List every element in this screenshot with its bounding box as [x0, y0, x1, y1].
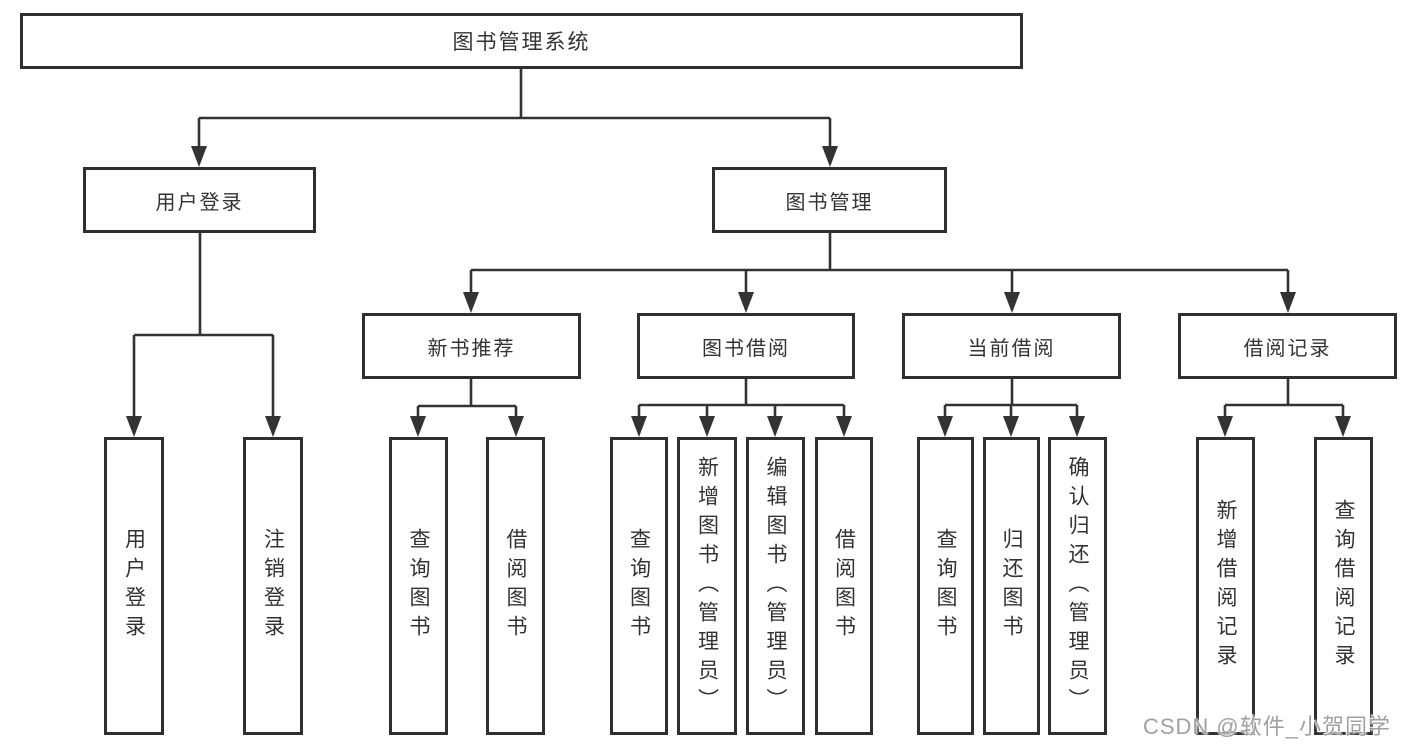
- csdn-watermark: CSDN @软件_小贺同学: [1142, 714, 1391, 739]
- node-label: 新增图书（管理员）: [695, 455, 719, 717]
- node-query-borrow-record: 查询借阅记录: [1314, 437, 1373, 735]
- node-label: 借阅图书: [832, 528, 856, 644]
- node-label: 借阅记录: [1243, 337, 1332, 360]
- node-user-login: 用户登录: [104, 437, 164, 735]
- node-borrow-records: 借阅记录: [1178, 313, 1397, 379]
- node-query-books-recommend: 查询图书: [389, 437, 448, 735]
- node-label: 归还图书: [1000, 528, 1023, 644]
- node-label: 查询图书: [407, 528, 430, 644]
- node-query-books-borrow: 查询图书: [610, 437, 668, 735]
- node-book-management-system: 图书管理系统: [20, 13, 1023, 69]
- node-label: 注销登录: [261, 528, 285, 644]
- node-label: 确认归还（管理员）: [1066, 455, 1089, 717]
- node-confirm-return-admin: 确认归还（管理员）: [1048, 437, 1107, 735]
- node-add-books-admin: 新增图书（管理员）: [677, 437, 737, 735]
- node-label: 图书管理: [785, 191, 874, 214]
- node-label: 新书推荐: [427, 337, 516, 360]
- node-new-book-recommend: 新书推荐: [362, 313, 581, 379]
- node-book-borrow: 图书借阅: [637, 313, 855, 379]
- node-add-borrow-record: 新增借阅记录: [1196, 437, 1255, 735]
- node-logout: 注销登录: [243, 437, 303, 735]
- node-label: 查询图书: [934, 528, 957, 644]
- node-book-management-module: 图书管理: [712, 167, 947, 233]
- node-label: 用户登录: [155, 191, 244, 214]
- node-query-books-current: 查询图书: [917, 437, 974, 735]
- node-label: 借阅图书: [504, 528, 527, 644]
- node-label: 查询图书: [627, 528, 651, 644]
- node-borrow-books-recommend: 借阅图书: [486, 437, 545, 735]
- node-label: 当前借阅: [967, 337, 1056, 360]
- node-borrow-books: 借阅图书: [815, 437, 873, 735]
- node-label: 图书管理系统: [452, 31, 591, 54]
- node-label: 图书借阅: [702, 337, 790, 360]
- node-label: 新增借阅记录: [1214, 499, 1237, 673]
- node-edit-books-admin: 编辑图书（管理员）: [746, 437, 805, 735]
- node-label: 编辑图书（管理员）: [764, 455, 787, 717]
- node-return-books: 归还图书: [983, 437, 1040, 735]
- node-user-login-module: 用户登录: [83, 167, 316, 233]
- node-current-borrow: 当前借阅: [902, 313, 1121, 379]
- node-label: 查询借阅记录: [1332, 499, 1355, 673]
- node-label: 用户登录: [122, 528, 146, 644]
